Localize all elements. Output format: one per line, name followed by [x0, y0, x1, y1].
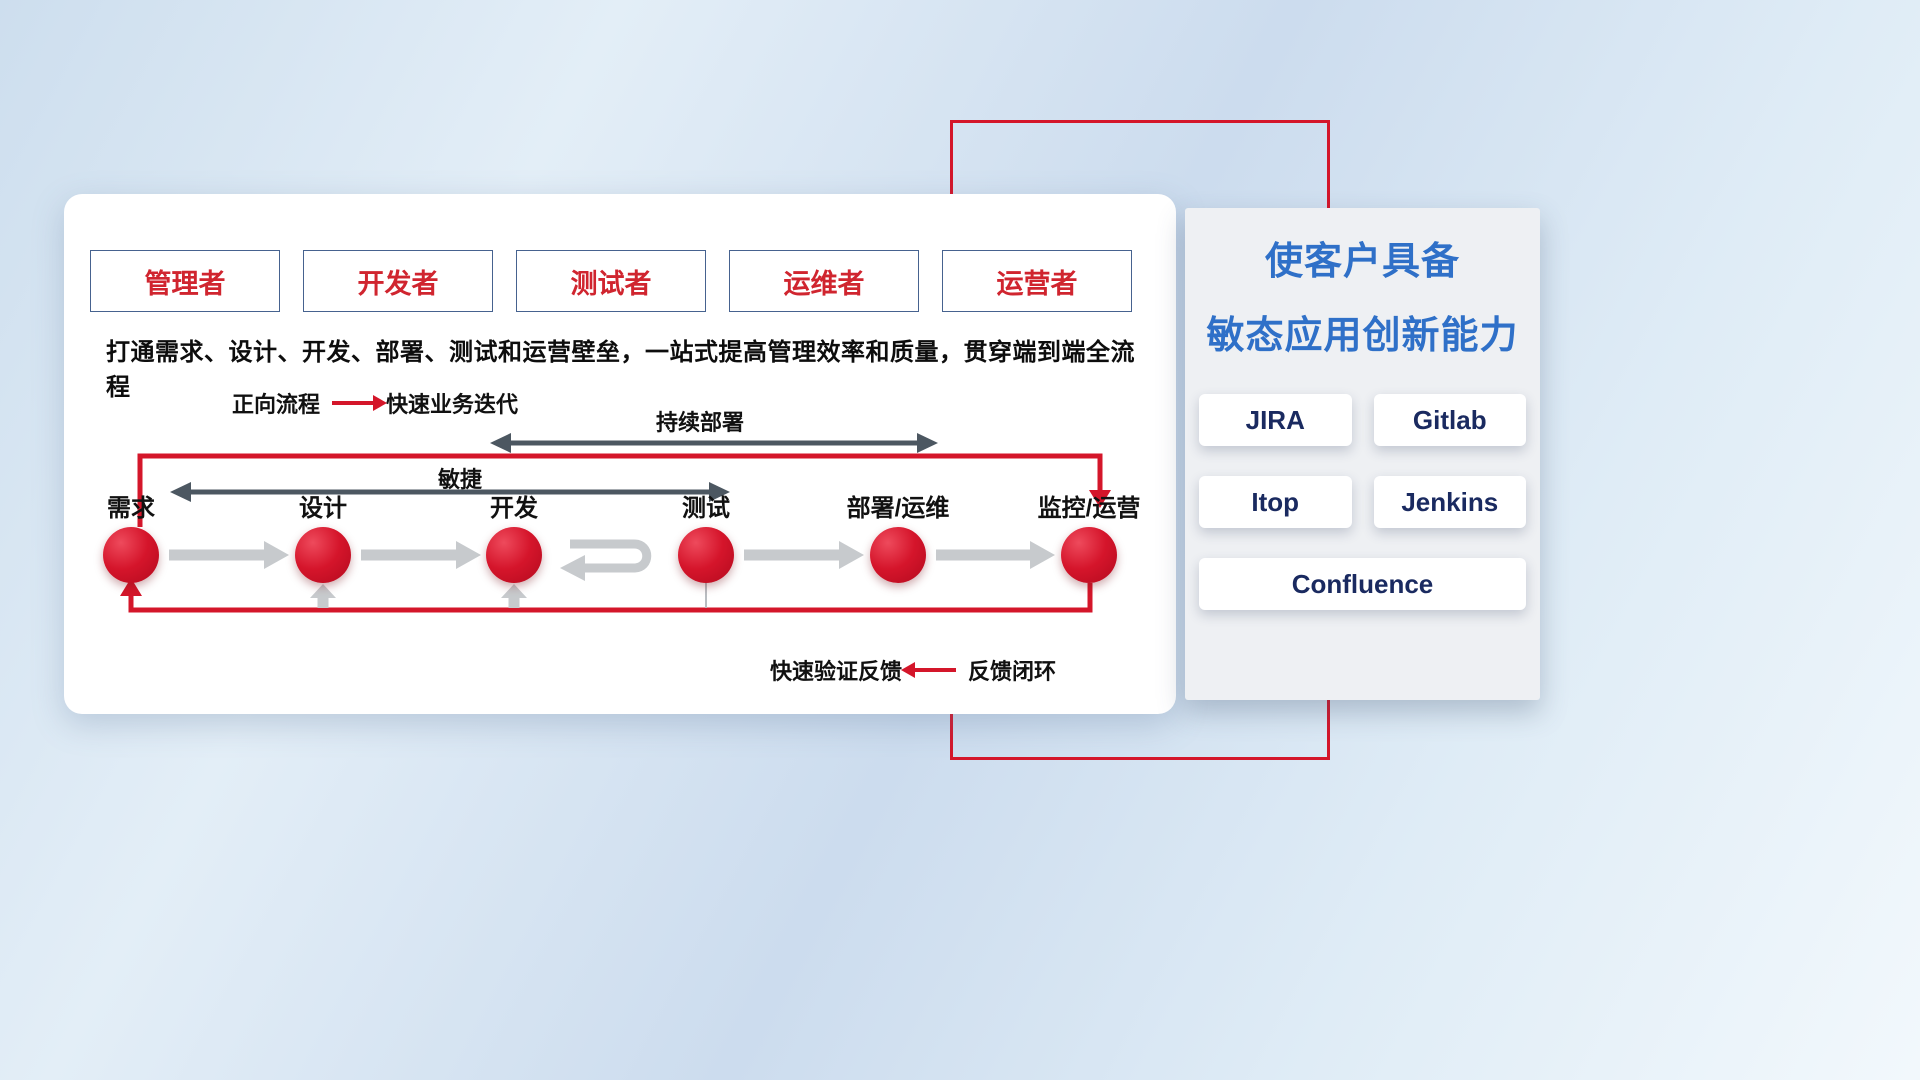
node-requirement: 需求: [56, 494, 206, 583]
role-box-developer: 开发者: [303, 250, 493, 312]
node-design: 设计: [248, 494, 398, 583]
node-circle-icon: [295, 527, 351, 583]
node-circle-icon: [1061, 527, 1117, 583]
headline-text: 打通需求、设计、开发、部署、测试和运营壁垒，一站式提高管理效率和质量，贯穿端到端…: [106, 339, 1135, 401]
panel-title-line1: 使客户具备: [1264, 241, 1460, 283]
tool-confluence: Confluence: [1199, 558, 1526, 610]
tool-jenkins: Jenkins: [1373, 476, 1526, 528]
agile-label: 敏捷: [437, 467, 482, 492]
node-circle-icon: [870, 527, 926, 583]
node-deploy-ops: 部署/运维: [823, 494, 973, 583]
tool-itop: Itop: [1199, 476, 1352, 528]
panel-title-line2: 敏态应用创新能力: [1206, 315, 1519, 357]
node-label: 测试: [682, 495, 730, 522]
tools-grid: JIRA Gitlab Itop Jenkins Confluence: [1199, 394, 1526, 610]
role-box-manager: 管理者: [90, 250, 280, 312]
node-label: 开发: [490, 495, 538, 522]
continuous-deploy-label: 持续部署: [655, 410, 744, 435]
node-label: 设计: [299, 495, 347, 522]
tool-jira: JIRA: [1199, 394, 1352, 446]
node-test: 测试: [631, 494, 781, 583]
node-label: 需求: [107, 495, 155, 522]
node-label: 部署/运维: [846, 495, 950, 522]
forward-legend-desc: 快速业务迭代: [386, 392, 519, 417]
feedback-legend: 快速验证反馈 反馈闭环: [770, 654, 1056, 686]
node-label: 监控/运营: [1037, 495, 1141, 522]
devops-flow-card: 管理者 开发者 测试者 运维者 运营者 打通需求、设计、开发、部署、测试和运营壁…: [64, 194, 1176, 714]
role-box-ops: 运维者: [729, 250, 919, 312]
roles-row: 管理者 开发者 测试者 运维者 运营者: [90, 250, 1132, 312]
forward-legend-label: 正向流程: [232, 392, 321, 417]
role-box-operator: 运营者: [942, 250, 1132, 312]
feedback-arrow-icon: [901, 662, 957, 678]
node-monitor-operate: 监控/运营: [1014, 494, 1164, 583]
node-circle-icon: [486, 527, 542, 583]
node-develop: 开发: [439, 494, 589, 583]
role-box-tester: 测试者: [516, 250, 706, 312]
tool-gitlab: Gitlab: [1373, 394, 1526, 446]
feedback-legend-label: 快速验证反馈: [770, 659, 903, 684]
node-circle-icon: [103, 527, 159, 583]
forward-legend: 正向流程 快速业务迭代: [232, 387, 518, 419]
node-circle-icon: [678, 527, 734, 583]
forward-arrow-icon: [332, 395, 388, 411]
feedback-legend-desc: 反馈闭环: [968, 659, 1057, 684]
capability-panel: 使客户具备 敏态应用创新能力 JIRA Gitlab Itop Jenkins …: [1185, 208, 1540, 700]
